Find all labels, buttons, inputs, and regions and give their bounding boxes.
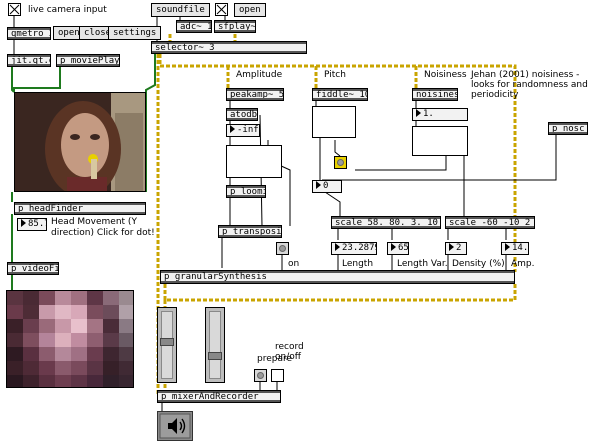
record-label-2: on/off	[275, 352, 301, 362]
length-label: Length	[342, 259, 374, 269]
nosc-object[interactable]: p nosc	[548, 122, 588, 135]
amplitude-label: Amplitude	[236, 70, 283, 80]
videofilter-object[interactable]: p videoFilter	[7, 262, 59, 275]
granular-synthesis-object[interactable]: p granularSynthesis	[160, 270, 515, 284]
on-label: on	[288, 259, 300, 269]
pitch-bang[interactable]	[334, 156, 347, 169]
speaker-icon	[159, 413, 191, 439]
mix-slider-left[interactable]	[157, 307, 177, 383]
camera-toggle[interactable]	[8, 3, 21, 16]
mix-slider-right[interactable]	[205, 307, 225, 383]
record-label-1: record	[275, 342, 304, 352]
open-camera-message[interactable]: open	[53, 26, 85, 40]
settings-message[interactable]: settings	[108, 26, 162, 40]
looming-object[interactable]: p looming	[226, 185, 266, 198]
jehan-note-line-3: periodicity	[471, 90, 519, 100]
noisiness-subpatch-box[interactable]	[412, 126, 468, 156]
prepare-bang[interactable]	[254, 369, 267, 382]
mix-slider-right-knob[interactable]	[208, 352, 222, 360]
pitch-label: Pitch	[324, 70, 346, 80]
on-toggle[interactable]	[276, 242, 289, 255]
peakamp-object[interactable]: peakamp~ 50	[226, 88, 284, 101]
sfplay-toggle[interactable]	[215, 3, 228, 16]
open-soundfile-message[interactable]: open	[234, 3, 266, 17]
sfplay-object[interactable]: sfplay~ 2	[214, 20, 256, 33]
mixer-recorder-object[interactable]: p mixerAndRecorder	[157, 390, 281, 403]
noisiness-object[interactable]: noisiness~	[412, 88, 458, 101]
amplitude-subpatch-box[interactable]	[226, 145, 282, 178]
adc-object[interactable]: adc~ 1	[176, 20, 212, 33]
pitch-subpatch-box[interactable]	[312, 106, 356, 138]
density-number[interactable]: 2	[445, 242, 467, 255]
length-var-number[interactable]: 65	[387, 242, 409, 255]
scale-density-object[interactable]: scale -60 -10 2 110	[445, 216, 535, 229]
head-movement-label-2: direction) Click for dot!	[51, 228, 155, 238]
mix-slider-left-knob[interactable]	[160, 338, 174, 346]
filtered-video-display	[6, 290, 134, 388]
soundfile-message[interactable]: soundfile	[151, 3, 210, 17]
video-frame-image	[15, 93, 145, 191]
noisiness-label: Noisiness	[424, 70, 467, 80]
pixelated-video-image	[7, 291, 133, 387]
record-toggle[interactable]	[271, 369, 284, 382]
movieplayer-object[interactable]: p moviePlayer	[56, 54, 120, 67]
atodb-object[interactable]: atodb	[226, 108, 258, 121]
scale-length-object[interactable]: scale 58. 80. 3. 10. 1.03	[331, 216, 441, 229]
live-camera-label: live camera input	[28, 5, 107, 15]
headfinder-object[interactable]: p headFinder	[14, 202, 146, 215]
length-number[interactable]: 23.2879	[331, 242, 377, 255]
fiddle-object[interactable]: fiddle~ 1024	[312, 88, 368, 101]
jit-qt-grab-object[interactable]: jit.qt.grab	[7, 54, 51, 67]
prepare-label: prepare	[257, 354, 293, 364]
db-number[interactable]: -inf	[226, 124, 260, 137]
dac-speaker-button[interactable]	[157, 411, 193, 441]
density-label: Density (%)	[452, 259, 505, 269]
pitch-number[interactable]: 0	[312, 180, 342, 193]
selector-object[interactable]: selector~ 3	[151, 41, 307, 54]
camera-video-display[interactable]	[14, 92, 146, 192]
amp-number[interactable]: 14.	[501, 242, 529, 255]
jehan-note-line-2: looks for randomness and	[471, 80, 588, 90]
head-y-number[interactable]: 85.7	[17, 218, 47, 231]
qmetro-object[interactable]: qmetro 2	[7, 27, 51, 40]
noisiness-number[interactable]: 1.	[412, 108, 468, 121]
amp-label: Amp.	[511, 259, 535, 269]
head-movement-label-1: Head Movement (Y	[51, 217, 137, 227]
length-var-label: Length Var.	[397, 259, 448, 269]
transposition-object[interactable]: p transposition	[218, 225, 282, 238]
jehan-note-line-1: Jehan (2001) noisiness -	[471, 70, 580, 80]
